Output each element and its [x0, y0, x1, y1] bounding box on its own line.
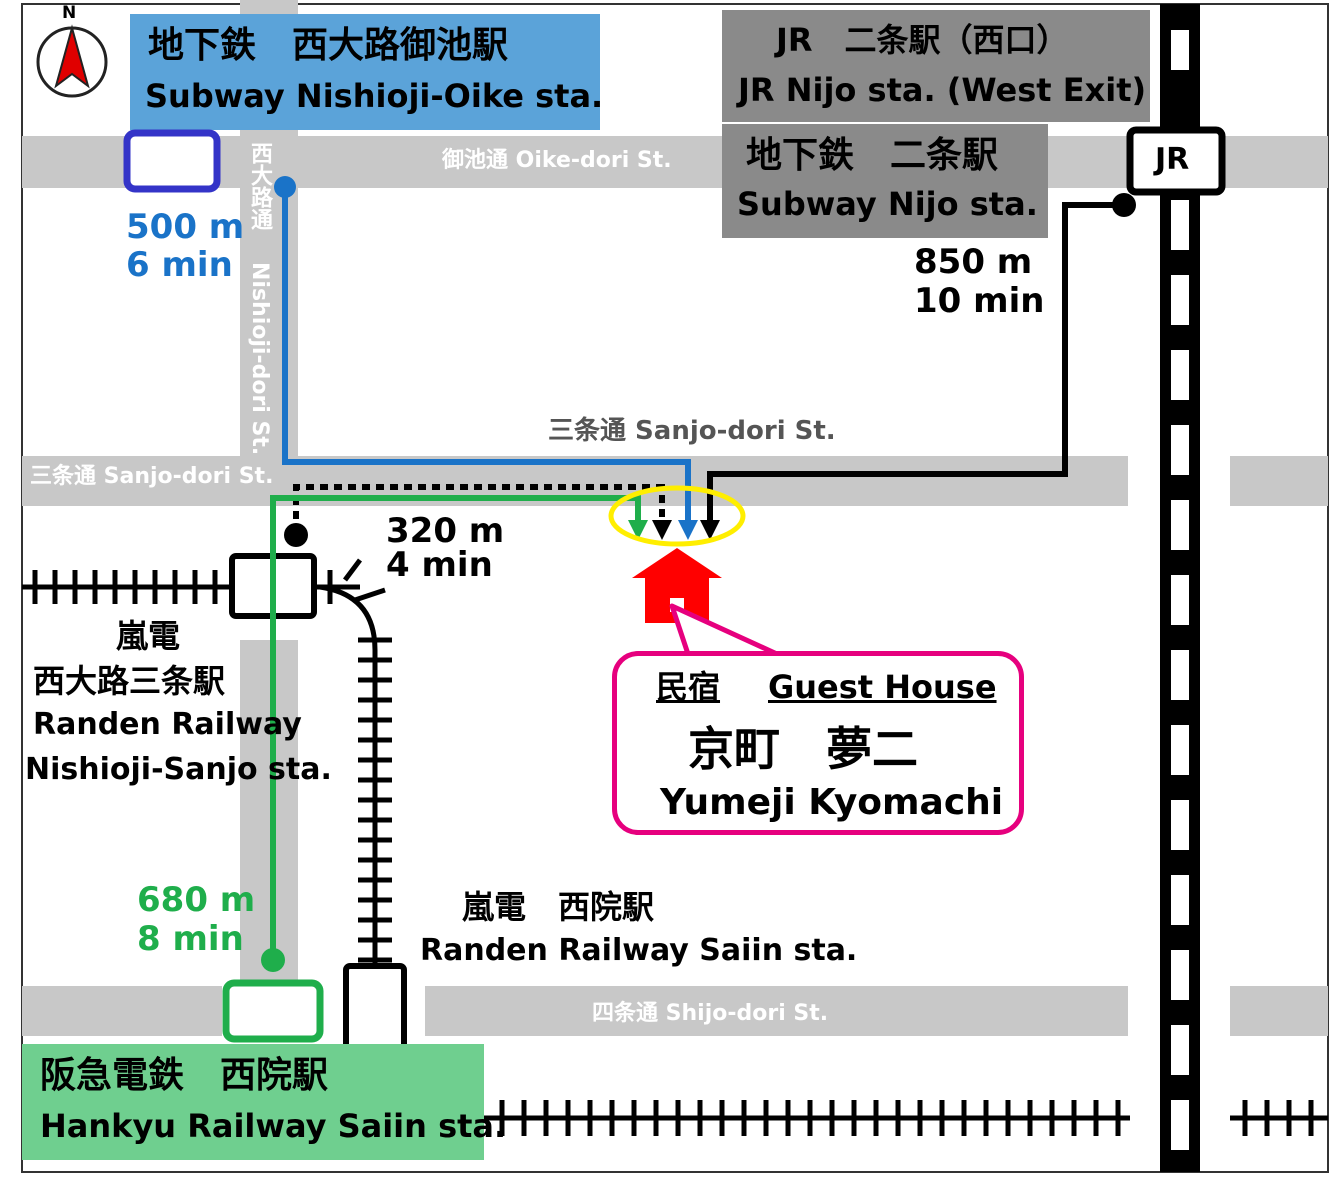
randen-saiin-en: Randen Railway Saiin sta. [420, 933, 858, 968]
hankyu-saiin-box [222, 979, 324, 1043]
guest-house-name-ja: 京町 夢二 [688, 722, 918, 776]
randen-railway-south [319, 558, 392, 970]
jr-nijo-en: JR Nijo sta. (West Exit) [738, 71, 1147, 109]
route-blue-time: 6 min [126, 245, 233, 285]
guest-house-type-ja: 民宿 [656, 668, 721, 706]
subway-nijo-en: Subway Nijo sta. [737, 185, 1038, 223]
guest-house-name-en: Yumeji Kyomachi [660, 782, 1004, 823]
sanjo-street-label-left: 三条通 Sanjo-dori St. [30, 464, 274, 489]
route-dotted-distance: 320 m [386, 511, 505, 551]
route-blue-distance: 500 m [126, 207, 245, 247]
sanjo-street-label-right: 三条通 Sanjo-dori St. [548, 416, 836, 446]
arrow-green-icon [628, 520, 648, 540]
route-black-start [1112, 193, 1136, 217]
jr-badge: JR [1155, 142, 1190, 177]
compass-north-label: N [62, 3, 77, 23]
randen-nishioji-sanjo-ja1: 嵐電 [116, 617, 181, 655]
route-green-distance: 680 m [137, 880, 256, 920]
subway-nishioji-oike-en: Subway Nishioji-Oike sta. [145, 77, 604, 115]
route-blue-start [274, 176, 296, 198]
randen-nishioji-sanjo-en1: Randen Railway [33, 707, 302, 742]
hankyu-saiin-label-box [22, 1044, 484, 1160]
route-black-time: 10 min [914, 281, 1045, 321]
shijo-street [425, 986, 1128, 1036]
shijo-street-west [22, 986, 222, 1036]
nishioji-street-south [240, 640, 298, 980]
sanjo-street-east [1230, 456, 1328, 506]
subway-nijo-ja: 地下鉄 二条駅 [746, 135, 999, 176]
arrow-black-icon [700, 520, 720, 540]
nishioji-street-label-en: Nishioji-dori St. [247, 262, 272, 456]
route-dotted-start [284, 523, 308, 547]
hankyu-saiin-ja: 阪急電鉄 西院駅 [40, 1055, 329, 1096]
arrow-blue-icon [678, 520, 698, 540]
compass-north-arrow-icon [36, 24, 108, 98]
jr-railway [1160, 4, 1200, 1172]
randen-nishioji-sanjo-en2: Nishioji-Sanjo sta. [25, 752, 332, 787]
route-green-start [261, 948, 285, 972]
oike-street-label: 御池通 Oike-dori St. [442, 148, 672, 173]
arrow-dotted-icon [652, 520, 672, 540]
hankyu-railway [372, 1049, 1328, 1136]
randen-saiin-box [343, 963, 407, 1055]
jr-nijo-ja: JR 二条駅（西口） [776, 21, 1069, 59]
nishioji-street-label-ja: 西大路通 [247, 142, 272, 230]
subway-nishioji-oike-ja: 地下鉄 西大路御池駅 [148, 25, 509, 66]
route-dotted-time: 4 min [386, 545, 493, 585]
jr-station-box [1126, 126, 1226, 196]
route-green-time: 8 min [137, 919, 244, 959]
route-green [270, 495, 641, 960]
shijo-street-label: 四条通 Shijo-dori St. [592, 1001, 829, 1026]
route-blue [282, 187, 691, 528]
guest-house-callout [612, 651, 1024, 835]
subway-nishioji-oike-box [123, 129, 221, 193]
jr-nijo-label-box [722, 10, 1150, 122]
randen-nishioji-sanjo-ja2: 西大路三条駅 [33, 662, 226, 700]
guest-house-type-en: Guest House [768, 668, 997, 706]
hankyu-saiin-en: Hankyu Railway Saiin sta. [40, 1107, 507, 1145]
shijo-street-east [1230, 986, 1328, 1036]
destination-highlight [608, 485, 746, 547]
route-black-distance: 850 m [914, 242, 1033, 282]
randen-saiin-ja: 嵐電 西院駅 [462, 888, 655, 926]
subway-nijo-label-box [722, 124, 1048, 238]
oike-street [22, 136, 1328, 188]
route-dotted [293, 484, 665, 533]
subway-nishioji-oike-label-box [130, 14, 600, 130]
